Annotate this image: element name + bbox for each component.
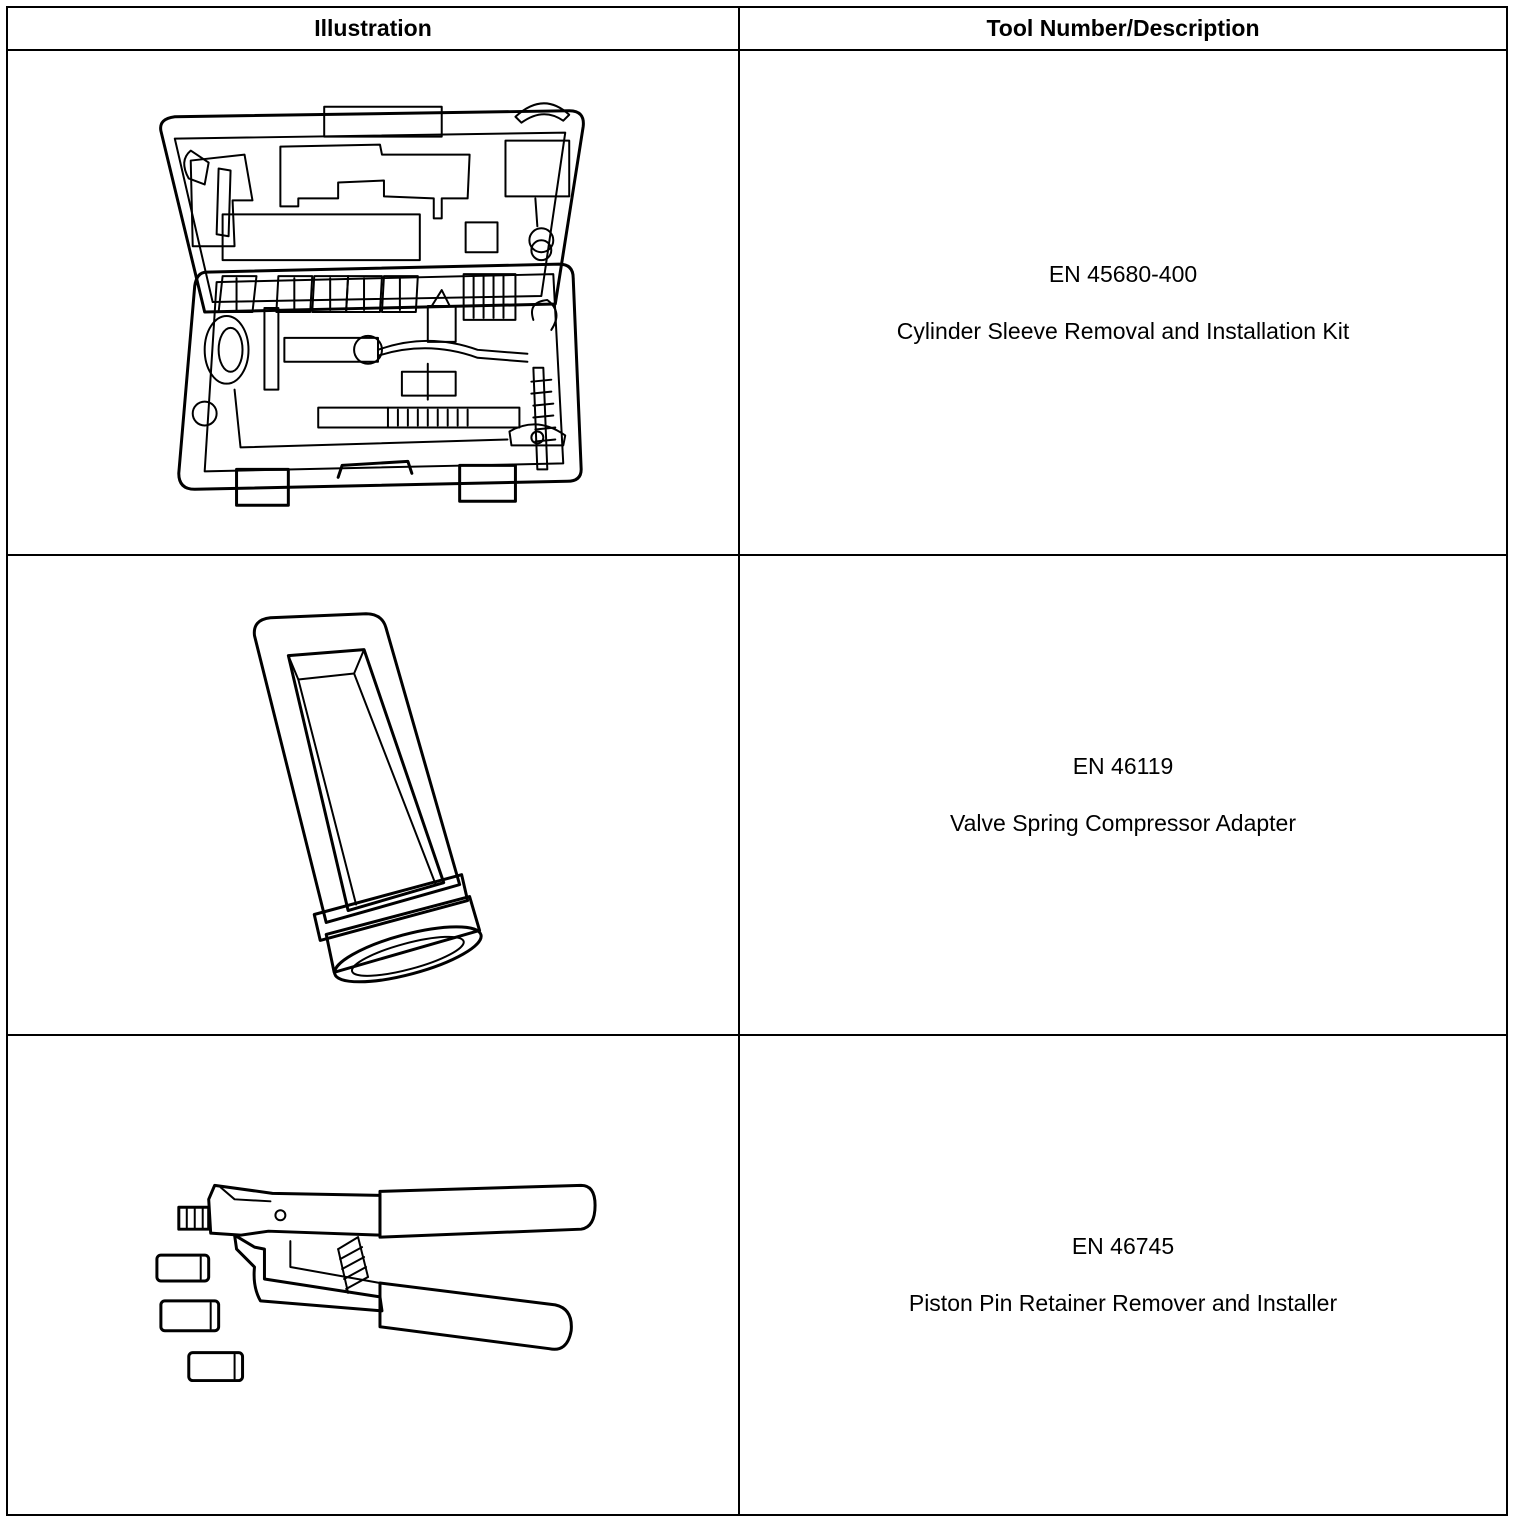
table-row: EN 46119 Valve Spring Compressor Adapter xyxy=(6,554,1508,1036)
header-illustration: Illustration xyxy=(6,6,740,51)
tool-description: Cylinder Sleeve Removal and Installation… xyxy=(896,317,1350,344)
illustration-cell xyxy=(6,1034,740,1516)
tool-description-cell: EN 45680-400 Cylinder Sleeve Removal and… xyxy=(738,49,1508,556)
table-header-row: Illustration Tool Number/Description xyxy=(6,6,1508,51)
tool-description-cell: EN 46745 Piston Pin Retainer Remover and… xyxy=(738,1034,1508,1516)
tool-description: Valve Spring Compressor Adapter xyxy=(949,810,1297,836)
tool-number: EN 46745 xyxy=(1071,1233,1175,1259)
tool-description-cell: EN 46119 Valve Spring Compressor Adapter xyxy=(738,554,1508,1036)
illustration-cell xyxy=(6,49,740,556)
tool-number: EN 46119 xyxy=(1072,753,1174,779)
tool-case-kit-icon xyxy=(159,102,585,507)
special-tools-table: Illustration Tool Number/Description xyxy=(6,6,1508,1516)
header-tool-number-description: Tool Number/Description xyxy=(738,6,1508,51)
table-row: EN 46745 Piston Pin Retainer Remover and… xyxy=(6,1034,1508,1516)
illustration-cell xyxy=(6,554,740,1036)
tool-number: EN 45680-400 xyxy=(1048,260,1198,287)
table-row: EN 45680-400 Cylinder Sleeve Removal and… xyxy=(6,49,1508,556)
tool-description: Piston Pin Retainer Remover and Installe… xyxy=(908,1290,1338,1316)
compressor-adapter-icon xyxy=(252,612,483,984)
pliers-icon xyxy=(155,1183,597,1383)
